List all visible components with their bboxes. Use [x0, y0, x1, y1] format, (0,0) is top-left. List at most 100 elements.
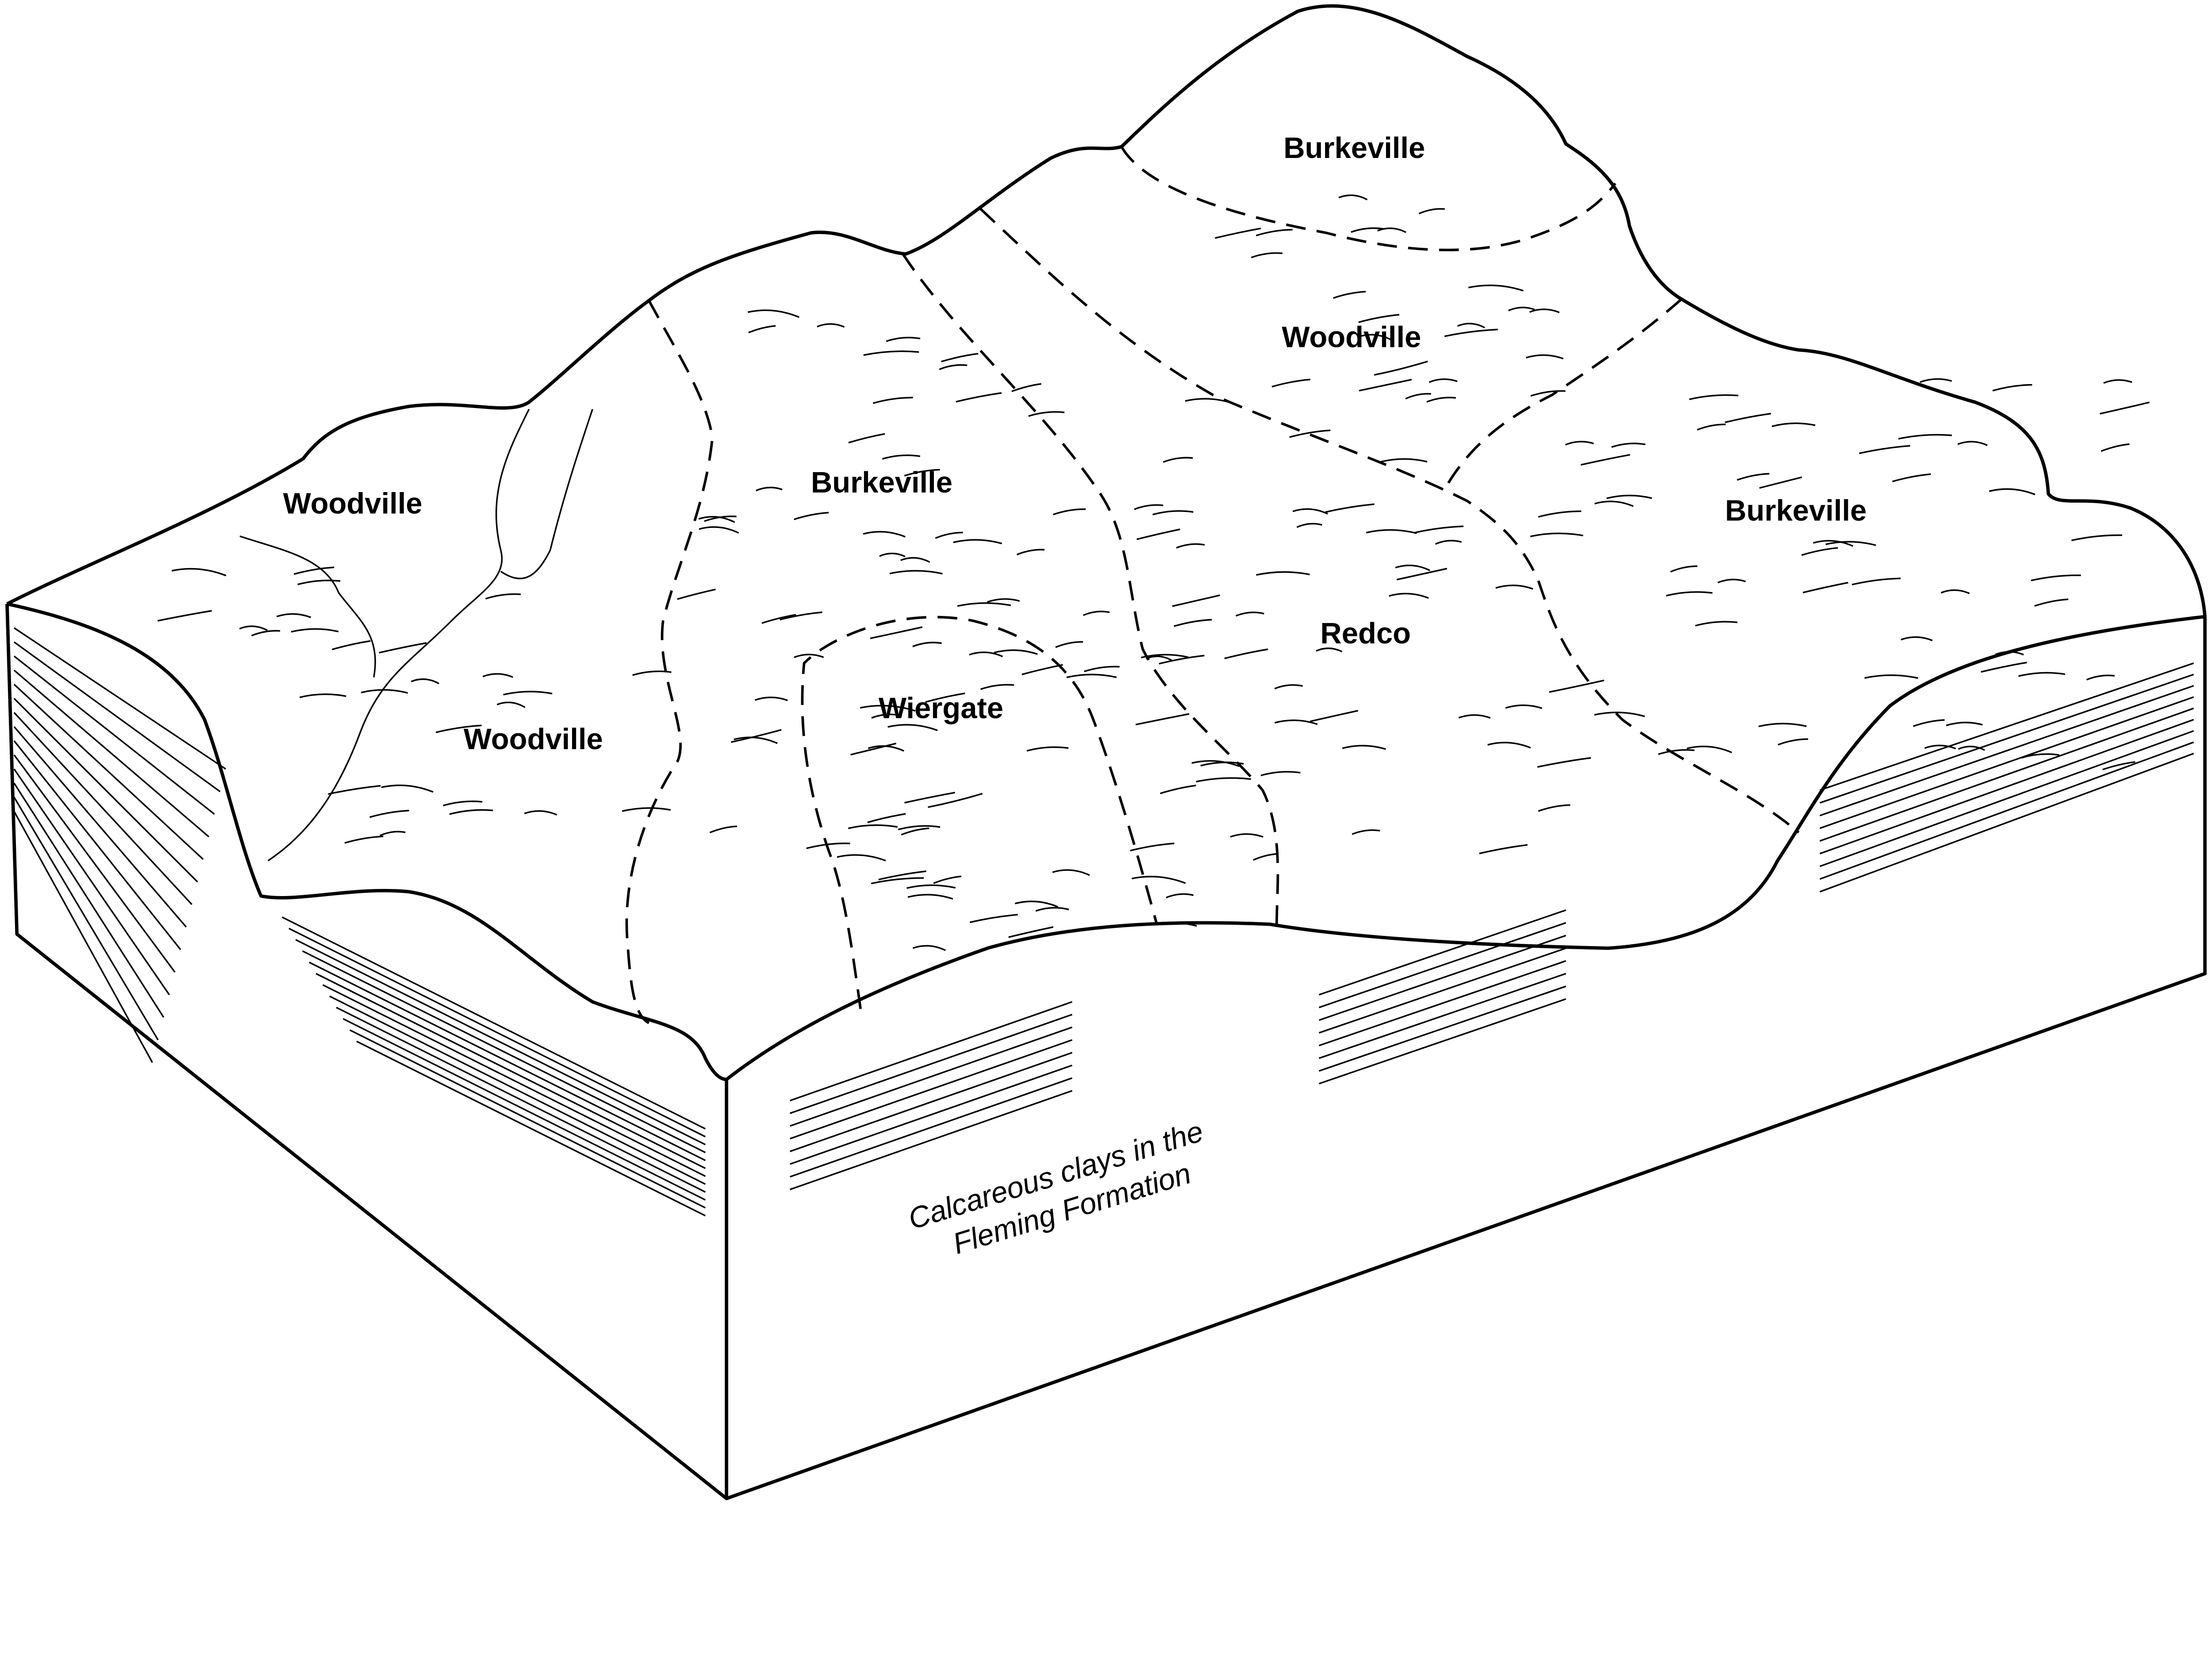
stratum-line-front: [1318, 960, 1567, 1047]
stratum-line-front: [1318, 947, 1567, 1034]
stratum-line-left: [13, 712, 192, 905]
label-burkeville-center: Burkeville: [811, 466, 952, 499]
hachure-stroke: [907, 894, 953, 900]
hachure-stroke: [1538, 510, 1582, 518]
hachure-stroke: [1022, 664, 1063, 675]
hachure-stroke: [1131, 876, 1186, 884]
hachure-stroke: [957, 602, 1011, 607]
block-left-face: [5, 604, 729, 1501]
hachure-stroke: [837, 854, 886, 862]
hachure-stroke: [1160, 785, 1196, 794]
hachure-stroke: [887, 724, 938, 731]
stratum-line-front: [790, 1039, 1073, 1139]
hachure-stroke: [1802, 581, 1848, 593]
hachure-stroke: [411, 678, 440, 685]
hachure-stroke: [733, 736, 778, 744]
boundary-wiergate: [801, 616, 1158, 1009]
hachure-stroke: [1196, 777, 1251, 783]
hachure-stroke: [1537, 757, 1591, 768]
hachure-stroke: [2018, 672, 2066, 677]
label-woodville-lower: Woodville: [464, 723, 603, 756]
stratum-line-front: [790, 1026, 1073, 1127]
hachure-stroke: [1686, 746, 1732, 754]
hachure-stroke: [1176, 543, 1205, 549]
hachure-stroke: [1495, 585, 1533, 590]
boundary-burkeville-center-left: [625, 300, 714, 1024]
hachure-stroke: [1429, 378, 1458, 383]
stratum-line-left: [13, 655, 215, 815]
stratum-line-left-lower: [336, 1007, 706, 1193]
hachure-stroke: [1358, 334, 1392, 341]
stratum-line-left-lower: [349, 1029, 706, 1209]
stratum-line-left-lower: [281, 916, 706, 1130]
stratum-line-left: [13, 754, 176, 973]
stratum-line-left-lower: [356, 1040, 706, 1217]
hachure-stroke: [1325, 503, 1375, 513]
label-woodville-left: Woodville: [283, 487, 422, 520]
stratum-line-left-lower: [309, 962, 706, 1162]
hachure-stroke: [879, 552, 906, 558]
hachure-stroke: [381, 785, 434, 793]
hachure-stroke: [1214, 227, 1261, 239]
boundary-burkeville-top: [1120, 146, 1617, 251]
hachure-stroke: [709, 825, 737, 834]
hachure-stroke: [503, 691, 553, 696]
hachure-stroke: [850, 743, 897, 756]
hachure-stroke: [1771, 422, 1816, 427]
hachure-stroke: [906, 884, 956, 889]
hachure-stroke: [328, 785, 381, 795]
hachure-stroke: [2071, 534, 2123, 542]
hachure-stroke: [780, 611, 822, 621]
hachure-stroke: [1134, 504, 1164, 510]
hachure-stroke: [748, 325, 776, 334]
stratum-line-front: [790, 1052, 1073, 1152]
hachure-stroke: [754, 696, 788, 701]
hachure-stroke: [1851, 577, 1901, 585]
hachure-stroke: [1271, 378, 1310, 388]
hachure-stroke: [1274, 684, 1303, 689]
hachure-stroke: [871, 877, 924, 885]
hachure-stroke: [969, 914, 1018, 923]
stratum-line-right: [1819, 696, 2194, 829]
hachure-stroke: [622, 807, 671, 812]
stratum-line-left-lower: [295, 939, 706, 1146]
hachure-stroke: [293, 566, 334, 575]
hachure-stroke: [1981, 662, 2027, 673]
hachure-stroke: [1426, 396, 1456, 403]
hachure-stroke: [379, 642, 427, 654]
hachure-stroke: [1405, 393, 1431, 400]
hachure-stroke: [297, 579, 341, 585]
hachure-stroke: [276, 613, 311, 618]
hachure-stroke: [1351, 227, 1384, 233]
hachure-stroke: [1825, 541, 1876, 546]
hachure-stroke: [794, 654, 824, 658]
hachure-stroke: [1146, 921, 1197, 927]
hachure-stroke: [1230, 833, 1263, 838]
hachure-stroke: [1052, 869, 1090, 876]
hachure-stroke: [1580, 454, 1630, 466]
hachure-stroke: [299, 693, 346, 698]
hachure-stroke: [872, 396, 913, 404]
hachure-stroke: [878, 870, 926, 881]
hachure-stroke: [2086, 674, 2115, 681]
stratum-line-right: [1819, 719, 2194, 854]
hachure-stroke: [1444, 328, 1498, 337]
hachure-stroke: [1666, 591, 1713, 596]
stratum-line-left-lower: [315, 973, 706, 1169]
label-burkeville-right: Burkeville: [1725, 494, 1866, 527]
hachure-stroke: [1166, 893, 1194, 899]
hachure-stroke: [1130, 843, 1175, 852]
hachure-stroke: [1296, 523, 1322, 528]
stratum-line-left: [13, 796, 159, 1041]
hachure-stroke: [2099, 401, 2150, 415]
hachure-stroke: [1670, 565, 1697, 573]
hachure-stroke: [1717, 578, 1746, 584]
hachure-stroke: [1008, 926, 1054, 938]
hachure-stroke: [1191, 760, 1240, 767]
hachure-stroke: [1173, 619, 1212, 627]
hachure-stroke: [1289, 429, 1331, 438]
hachure-stroke: [171, 568, 227, 577]
hachure-stroke: [1310, 710, 1359, 723]
hachure-stroke: [904, 792, 955, 804]
stratum-line-right: [1819, 741, 2194, 880]
